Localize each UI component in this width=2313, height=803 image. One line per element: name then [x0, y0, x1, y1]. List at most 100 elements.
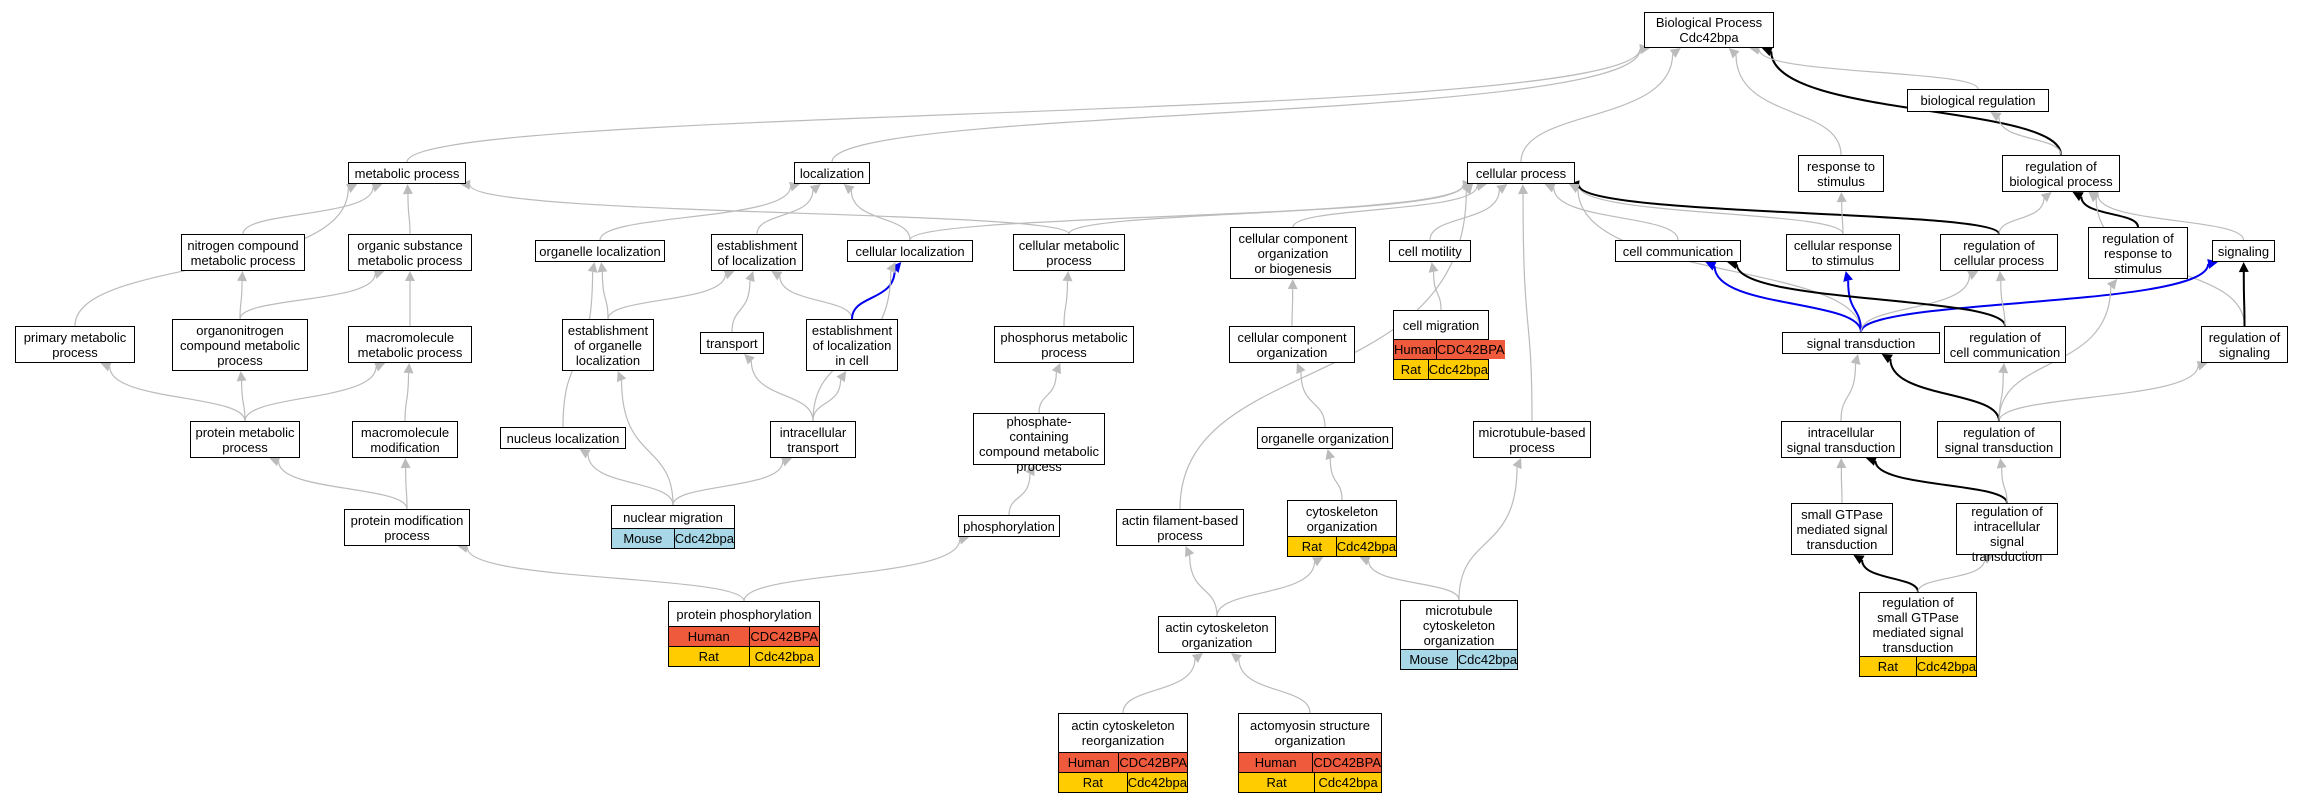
edge-arrowhead [373, 269, 385, 279]
edge-arrowhead [1669, 48, 1681, 58]
go-term-node[interactable]: actin filament-based process [1116, 509, 1244, 546]
go-term-node[interactable]: macromolecule metabolic process [348, 326, 472, 363]
go-term-node[interactable]: nitrogen compound metabolic process [181, 234, 305, 271]
go-term-label: biological regulation [1920, 93, 2036, 108]
edge-arrowhead [597, 262, 608, 273]
go-term-node[interactable]: phosphorylation [958, 515, 1060, 537]
go-term-node[interactable]: regulation of small GTPase mediated sign… [1859, 592, 1977, 677]
go-term-node[interactable]: organelle localization [535, 240, 665, 262]
go-term-node[interactable]: regulation of signal transduction [1937, 421, 2061, 458]
go-term-node[interactable]: regulation of cell communication [1944, 326, 2066, 363]
relation-edge [599, 186, 791, 241]
go-term-node[interactable]: intracellular transport [770, 421, 856, 458]
go-term-node[interactable]: signal transduction [1782, 332, 1940, 354]
relation-edge [1998, 365, 2199, 422]
go-term-label: localization [799, 165, 865, 181]
go-term-node[interactable]: cellular process [1467, 162, 1575, 184]
go-term-node[interactable]: cellular localization [847, 240, 973, 262]
go-term-node[interactable]: regulation of signaling [2201, 326, 2288, 363]
relation-edge [1917, 559, 1986, 593]
go-term-node[interactable]: regulation of biological process [2002, 155, 2120, 192]
relation-edge [1068, 185, 1464, 235]
relation-edge [239, 280, 243, 320]
go-term-node[interactable]: establishment of organelle localization [562, 319, 654, 371]
go-term-node[interactable]: organonitrogen compound metabolic proces… [172, 319, 308, 371]
go-term-node[interactable]: actin cytoskeleton organization [1158, 616, 1276, 653]
go-term-label: signaling [2217, 243, 2270, 259]
go-term-node[interactable]: cellular metabolic process [1013, 234, 1125, 271]
go-term-node[interactable]: organelle organization [1257, 427, 1393, 449]
go-term-node[interactable]: regulation of response to stimulus [2088, 227, 2188, 279]
go-term-node[interactable]: microtubule-based process [1473, 421, 1591, 458]
go-term-node[interactable]: protein metabolic process [190, 421, 300, 458]
relation-edge [404, 372, 410, 422]
edge-arrowhead [1836, 192, 1847, 203]
go-term-node[interactable]: small GTPase mediated signal transductio… [1791, 503, 1893, 555]
go-term-node[interactable]: cell communication [1615, 240, 1741, 262]
edge-arrowhead [1990, 112, 2002, 122]
edge-arrowhead [1312, 557, 1324, 567]
go-term-label: phosphorus metabolic process [1000, 329, 1128, 360]
relation-edge [278, 461, 408, 510]
go-term-node[interactable]: cellular component organization [1229, 326, 1355, 363]
go-term-node[interactable]: organic substance metabolic process [348, 234, 472, 271]
edge-arrowhead [371, 182, 383, 193]
go-term-label: cellular component organization or bioge… [1238, 230, 1348, 276]
go-term-node[interactable]: Biological Process Cdc42bpa [1644, 12, 1774, 48]
edge-arrowhead [1996, 458, 2007, 469]
go-term-node[interactable]: primary metabolic process [15, 326, 135, 363]
edge-arrowhead [723, 269, 735, 280]
go-term-label: metabolic process [354, 165, 460, 181]
edge-arrowhead [2072, 192, 2084, 202]
go-term-node[interactable]: establishment of localization [711, 234, 803, 271]
go-term-node[interactable]: cell motility [1389, 240, 1471, 262]
relation-edge [1998, 117, 2062, 156]
go-term-node[interactable]: metabolic process [348, 162, 466, 184]
species-cell: Human [1059, 753, 1119, 772]
relation-edge [469, 184, 1070, 235]
relation-edge [1522, 193, 1533, 422]
edge-arrowhead [269, 456, 281, 467]
go-term-node[interactable]: protein modification process [344, 509, 470, 546]
species-cell: Human [1239, 753, 1313, 772]
go-term-node[interactable]: regulation of cellular process [1940, 234, 2058, 271]
edge-arrowhead [616, 371, 627, 383]
go-term-node[interactable]: macromolecule modification [352, 421, 458, 458]
go-term-node[interactable]: nucleus localization [500, 427, 626, 449]
relation-edge [1238, 659, 1311, 714]
go-term-node[interactable]: cellular response to stimulus [1786, 234, 1900, 271]
go-term-node[interactable]: cellular component organization or bioge… [1230, 227, 1356, 279]
edge-arrowhead [460, 179, 471, 190]
edge-arrowhead [1982, 554, 1994, 564]
edge-arrowhead [886, 262, 896, 274]
edge-arrowhead [1705, 261, 1717, 271]
relation-edge [406, 48, 1641, 163]
go-term-node[interactable]: response to stimulus [1798, 155, 1884, 192]
go-term-node[interactable]: phosphate-containing compound metabolic … [973, 413, 1105, 474]
relation-edge [1998, 198, 2045, 235]
go-term-node[interactable]: intracellular signal transduction [1781, 421, 1901, 458]
go-term-node[interactable]: localization [794, 162, 870, 184]
gene-cell: CDC42BPA [1435, 340, 1505, 359]
go-term-node[interactable]: establishment of localization in cell [806, 319, 898, 371]
gene-cell: Cdc42bpa [1456, 650, 1517, 669]
go-term-node[interactable]: signaling [2212, 240, 2275, 262]
go-term-node[interactable]: phosphorus metabolic process [994, 326, 1134, 363]
gene-cell: Cdc42bpa [1427, 360, 1488, 379]
go-term-label: actin cytoskeleton reorganization [1071, 718, 1175, 748]
go-term-node[interactable]: regulation of intracellular signal trans… [1956, 503, 2058, 564]
go-term-node[interactable]: biological regulation [1907, 89, 2049, 112]
relation-edge [1860, 263, 2210, 333]
go-term-node[interactable]: transport [700, 332, 764, 354]
